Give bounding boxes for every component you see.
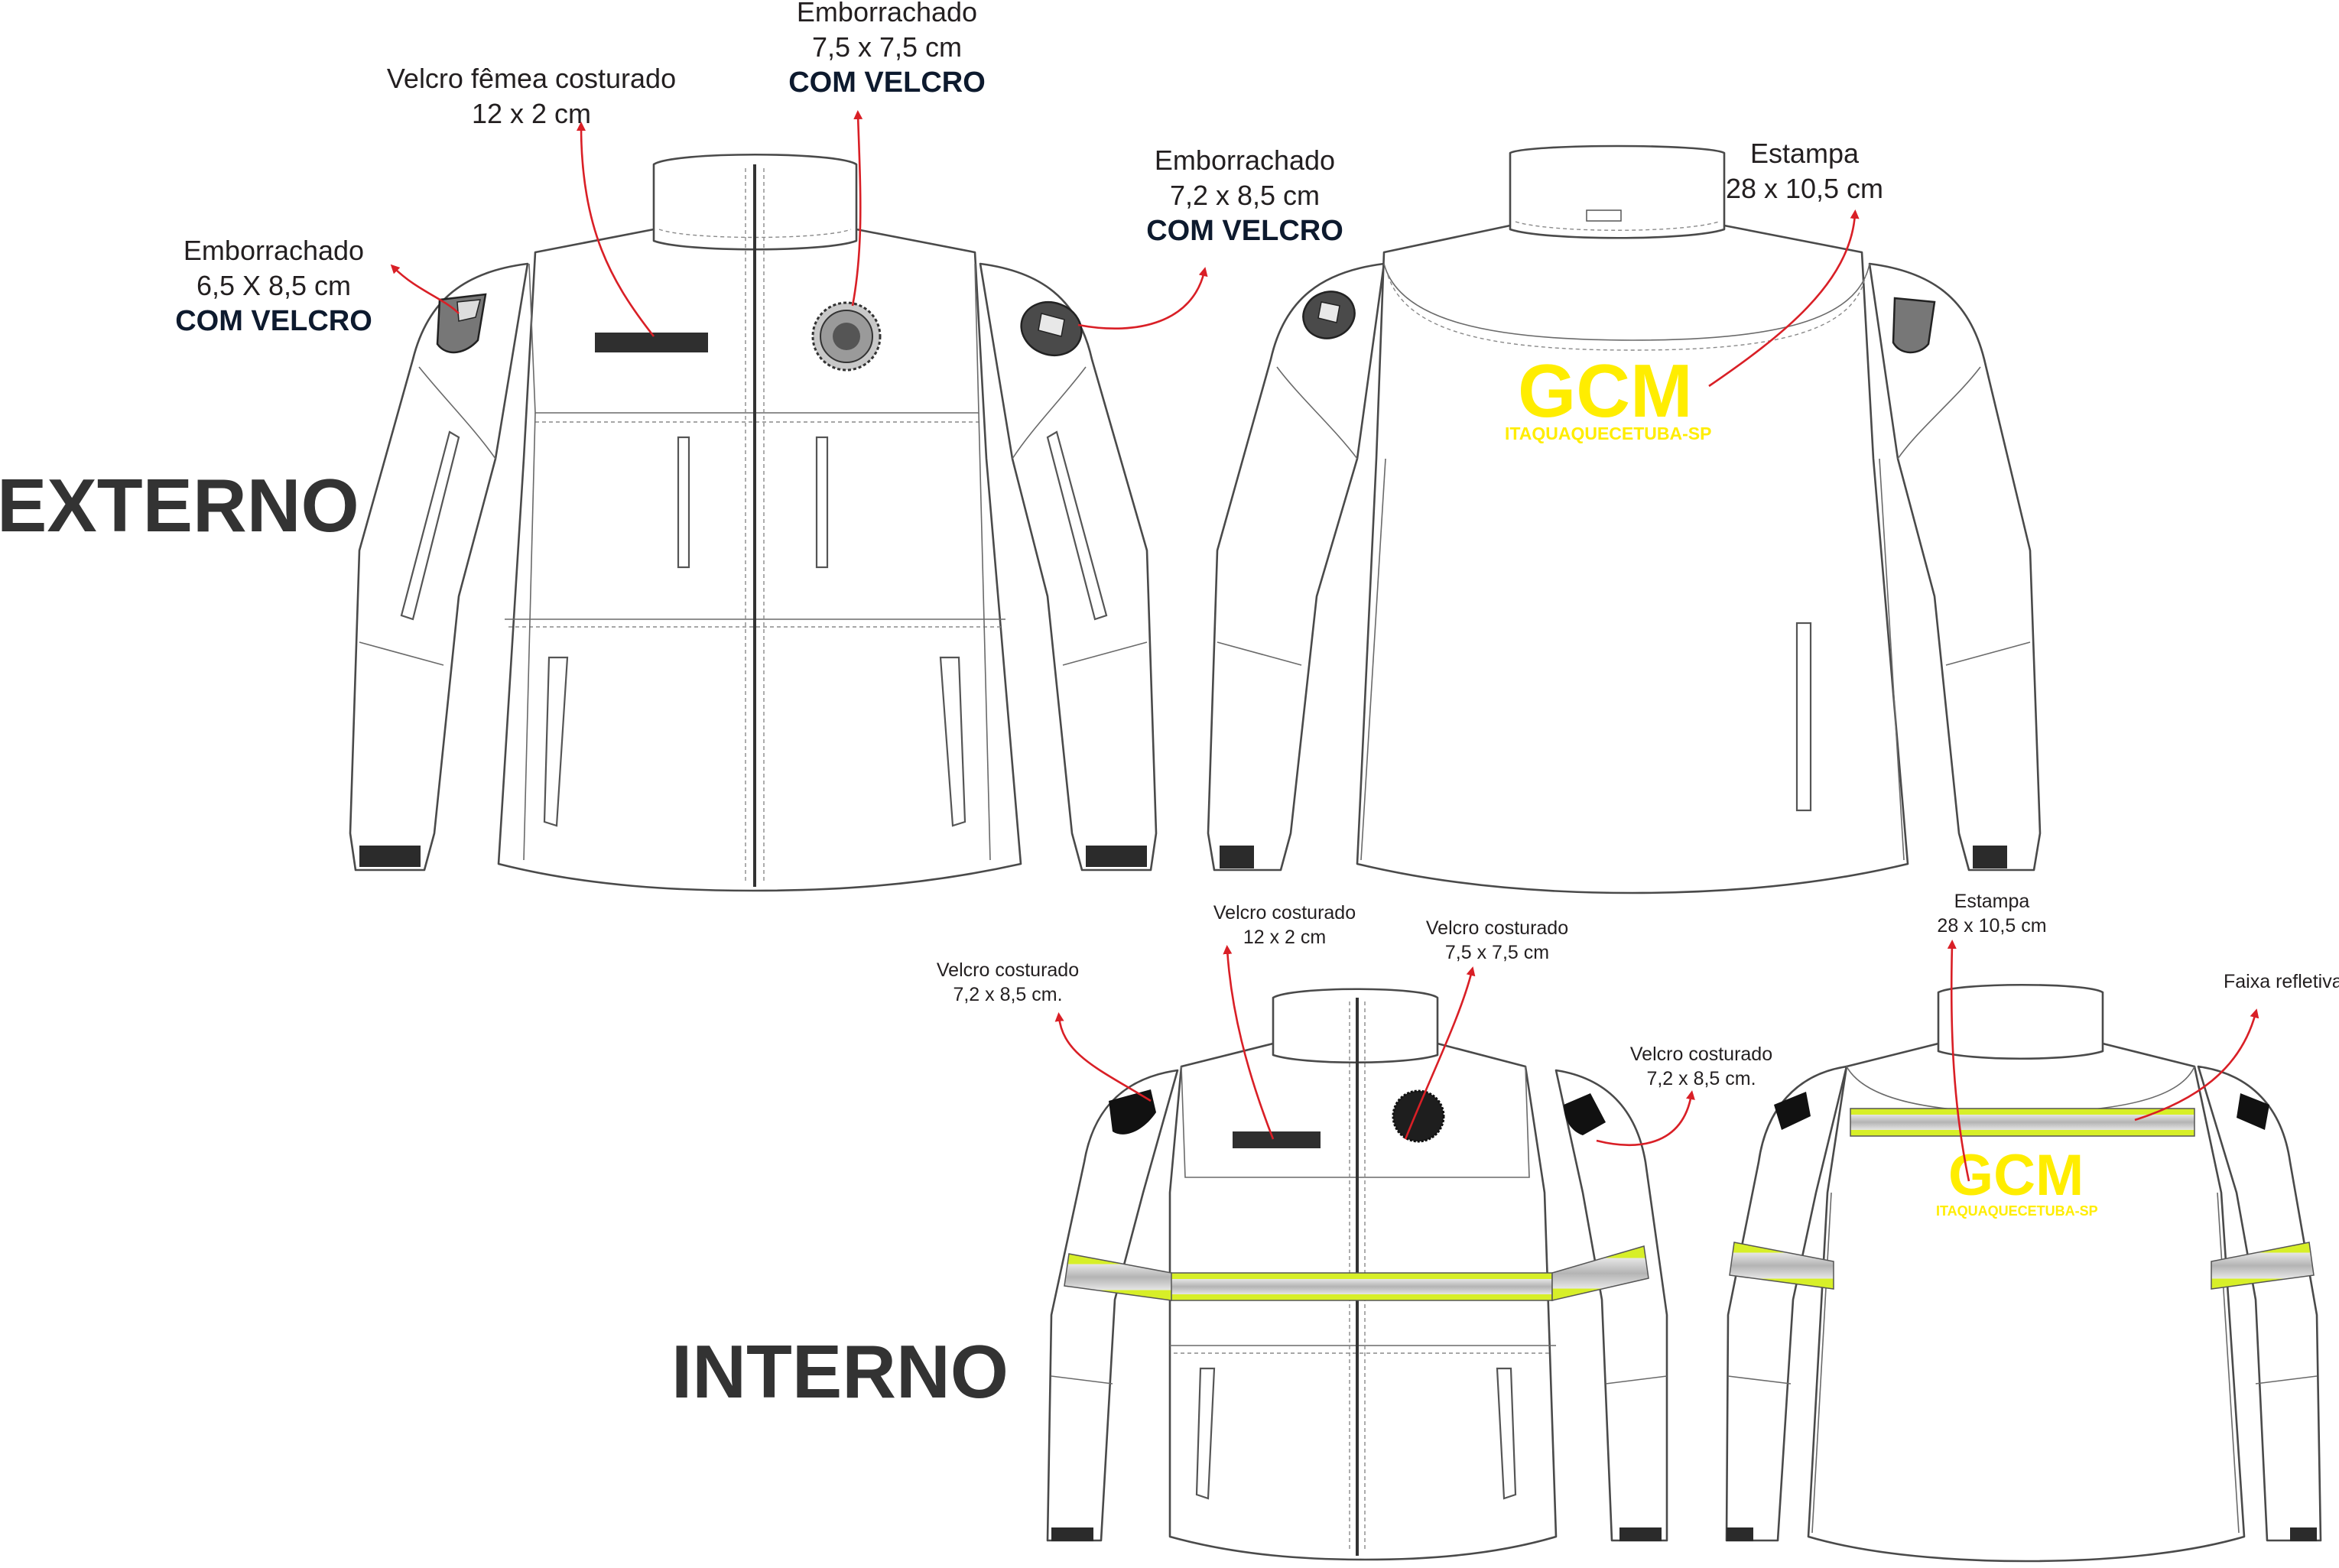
callout-size: 7,5 x 7,5 cm: [812, 31, 962, 63]
callout-size: 28 x 10,5 cm: [1726, 173, 1883, 204]
callout-name-tag: Velcro fêmea costurado 12 x 2 cm: [387, 63, 676, 337]
interno-chest-velcro-icon: [1392, 1089, 1445, 1143]
callout-title: Velcro fêmea costurado: [387, 63, 676, 94]
callout-note: COM VELCRO: [175, 305, 372, 337]
interno-back-print-gcm: GCM: [1948, 1143, 2084, 1208]
callout-interno-chest: Velcro costurado 7,5 x 7,5 cm: [1404, 917, 1568, 1140]
callout-back-print: Estampa 28 x 10,5 cm: [1708, 138, 1883, 388]
callout-left-sleeve-patch: Emborrachado 6,5 X 8,5 cm COM VELCRO: [175, 235, 460, 337]
callout-title: Emborrachado: [184, 235, 364, 266]
interno-left-sleeve-velcro: [1109, 1089, 1156, 1135]
interno-back-jacket: GCM ITAQUAQUECETUBA-SP: [1725, 983, 2322, 1563]
left-sleeve-emblem-icon: [436, 293, 487, 354]
back-print-gcm: GCM: [1518, 349, 1693, 433]
hip-pocket-left: [543, 656, 569, 827]
callout-title: Velcro costurado: [1630, 1044, 1772, 1065]
callout-note: COM VELCRO: [788, 67, 986, 99]
callout-title: Estampa: [1750, 138, 1860, 169]
callout-title: Velcro costurado: [1213, 902, 1356, 924]
name-tag-velcro: [595, 333, 708, 352]
torso: [497, 228, 1022, 892]
externo-front-jacket: [349, 153, 1158, 892]
sleeve-pocket-left: [400, 430, 460, 621]
right-sleeve-emblem-icon: [1020, 300, 1083, 357]
left-sleeve: [349, 262, 529, 872]
reflective-band-left-arm: [1064, 1253, 1172, 1301]
sleeve-pocket-right: [1046, 430, 1108, 621]
callout-note: COM VELCRO: [1146, 215, 1343, 247]
callout-size: 7,2 x 8,5 cm.: [953, 984, 1062, 1005]
callout-title: Velcro costurado: [937, 959, 1079, 981]
callout-interno-back-print: Estampa 28 x 10,5 cm: [1937, 891, 2047, 1182]
right-cuff-velcro: [1086, 846, 1147, 867]
callout-size: 28 x 10,5 cm: [1937, 915, 2046, 937]
callout-size: 7,2 x 8,5 cm.: [1646, 1068, 1756, 1089]
back-print-city: ITAQUAQUECETUBA-SP: [1505, 424, 1711, 443]
back-right-sleeve-emblem-icon: [1892, 297, 1936, 354]
callout-title: Velcro costurado: [1426, 917, 1568, 939]
callout-interno-reflective: Faixa refletiva: [2134, 971, 2339, 1122]
interno-front-jacket: [1046, 988, 1668, 1561]
left-cuff-velcro: [359, 846, 421, 867]
back-side-pocket: [1795, 622, 1812, 812]
callout-size: 12 x 2 cm: [1243, 927, 1326, 948]
callout-size: 7,2 x 8,5 cm: [1170, 180, 1320, 211]
callout-size: 12 x 2 cm: [472, 98, 591, 129]
callout-title: Estampa: [1954, 891, 2030, 912]
reflective-band-right-arm: [1551, 1245, 1649, 1301]
callout-interno-right-sleeve: Velcro costurado 7,2 x 8,5 cm.: [1596, 1044, 1772, 1146]
callout-title: Emborrachado: [1155, 144, 1335, 176]
hip-pocket-right: [939, 656, 966, 827]
externo-back-jacket: GCM ITAQUAQUECETUBA-SP: [1207, 144, 2042, 894]
chest-pocket-left: [677, 436, 690, 569]
interno-name-tag-velcro: [1233, 1131, 1321, 1148]
callout-interno-name-tag: Velcro costurado 12 x 2 cm: [1213, 902, 1356, 1140]
callout-size: 7,5 x 7,5 cm: [1445, 942, 1549, 963]
interno-back-print-city: ITAQUAQUECETUBA-SP: [1936, 1203, 2098, 1219]
reflective-band-chest: [1169, 1272, 1553, 1301]
chest-pocket-right: [815, 436, 829, 569]
chest-emblem-icon: [811, 301, 882, 372]
callout-interno-left-sleeve: Velcro costurado 7,2 x 8,5 cm.: [937, 959, 1152, 1102]
section-externo-title: EXTERNO: [0, 463, 359, 547]
callout-size: 6,5 X 8,5 cm: [197, 270, 351, 301]
interno-back-reflective-band: [1850, 1108, 2195, 1137]
interno-right-sleeve-velcro: [1564, 1093, 1606, 1135]
callout-title: Faixa refletiva: [2224, 971, 2339, 992]
back-left-sleeve-emblem-icon: [1302, 291, 1356, 339]
callout-title: Emborrachado: [797, 0, 977, 28]
section-interno-title: INTERNO: [671, 1329, 1009, 1414]
callout-chest-patch: Emborrachado 7,5 x 7,5 cm COM VELCRO: [788, 0, 986, 307]
callout-right-sleeve-patch: Emborrachado 7,2 x 8,5 cm COM VELCRO: [1077, 144, 1343, 330]
